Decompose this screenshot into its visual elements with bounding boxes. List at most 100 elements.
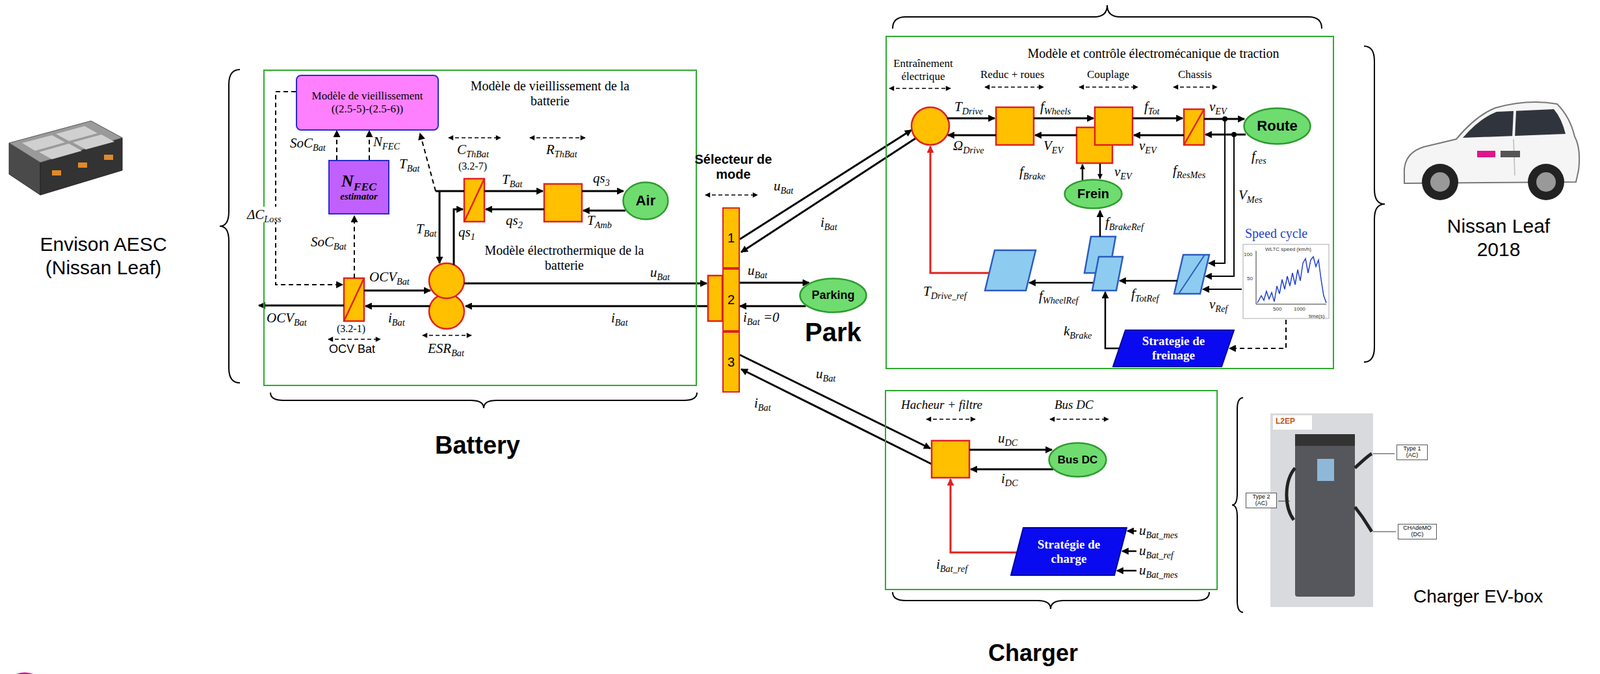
charging-strategy: Stratégie de charge (1010, 527, 1128, 577)
dc-bus-source: Bus DC (1048, 442, 1108, 478)
drawn-rect (343, 278, 365, 322)
subscript: ThBat (554, 148, 578, 160)
text-label: Park (804, 317, 862, 348)
connector-label: NFEC (373, 133, 400, 150)
subscript: ThBat (466, 148, 489, 160)
drawn-rect (708, 275, 723, 322)
subscript: Drive (962, 144, 984, 156)
drawn-path (485, 208, 545, 211)
subscript: 2 (518, 219, 523, 231)
text-label: ESRBat (427, 340, 465, 357)
car-illustration (1404, 102, 1580, 201)
text-label: Entraînement électrique (886, 57, 960, 84)
text-label: uBat (650, 264, 670, 281)
node-label: Air (635, 192, 656, 210)
subscript: DC (1005, 477, 1019, 489)
drawn-path (1202, 288, 1242, 290)
drawn-path (529, 137, 586, 139)
drawn-path (1033, 117, 1094, 120)
connector-label: iBat =0 (743, 309, 780, 326)
drawn-path (1099, 210, 1102, 237)
text-label: Charger (988, 639, 1078, 667)
drawn-path (464, 282, 707, 285)
drawn-path (448, 137, 501, 139)
charger-illustration (1270, 413, 1396, 608)
subscript: BrakeRef (1109, 221, 1144, 233)
drawn-line (1373, 531, 1396, 533)
subscript: Bat (312, 142, 326, 153)
node-text-group: Modèle de vieillissement ((2.5-5)-(2.5-6… (298, 89, 437, 116)
node-text-group: NFECestimator (340, 172, 378, 203)
text-label: OCVBat (369, 269, 410, 285)
text-label: uBat (773, 178, 794, 194)
drawn-path (465, 305, 709, 308)
node-text-group: 3 (727, 354, 735, 370)
shape (800, 278, 867, 313)
braking-strategy: Strategie de freinage (1112, 329, 1235, 368)
logo-ring (2, 673, 47, 674)
drawn-path (1229, 319, 1286, 349)
subscript: 1 (470, 231, 476, 242)
text-label: TAmb (587, 212, 612, 229)
node-text-group: Frein (1077, 186, 1110, 202)
drawn-path (1256, 250, 1327, 305)
text-label: vEV (1209, 98, 1227, 115)
text-label: uBat (815, 366, 836, 382)
drawn-line (1183, 109, 1205, 145)
subscript: Bat (657, 271, 671, 283)
charger-blocks (885, 390, 1218, 590)
subscript: Bat (451, 347, 465, 359)
subscript: Bat (392, 317, 406, 328)
text-label: TBat (399, 156, 420, 172)
text-label: iBat (611, 310, 629, 326)
drawn-circle (429, 263, 465, 299)
drawn-line (343, 278, 365, 322)
drawn-rect (1272, 415, 1312, 430)
drawn-polygon (984, 250, 1036, 291)
subscript: DC (1005, 437, 1019, 448)
traction-region: Modèle et contrôle électromécanique de t… (885, 35, 1335, 370)
drawn-path (741, 369, 932, 465)
text-label: CHAdeMO (DC) (1397, 524, 1437, 540)
drawn-circle (1527, 163, 1565, 201)
drawn-path (950, 479, 1017, 553)
text-label: CThBat (457, 141, 489, 158)
drawn-circle (1536, 172, 1556, 192)
shape (1064, 180, 1123, 209)
air-source: Air (622, 181, 669, 221)
drawn-path (930, 146, 989, 274)
shape (1049, 443, 1107, 478)
text-label: Type 2 (AC) (1245, 492, 1277, 509)
subscript: Bat (293, 317, 307, 328)
text-label: OCV Bat (328, 342, 376, 357)
drawn-polygon (1174, 254, 1210, 294)
text-label: TDrive_ref (923, 283, 967, 300)
text-label: fResMes (1172, 162, 1206, 179)
text-label: L2EP (1275, 417, 1296, 427)
drawn-path (1122, 550, 1137, 553)
node-label: estimator (340, 191, 378, 203)
drawn-path (969, 449, 1052, 452)
brake-source: Frein (1063, 178, 1123, 210)
drawn-path (1105, 291, 1119, 349)
drawn-path (984, 86, 1044, 88)
text-label: VEV (1043, 137, 1063, 154)
drawn-path (1354, 453, 1372, 469)
node-label: Strategie de freinage (1128, 334, 1219, 363)
drawn-rect (1317, 459, 1335, 482)
mode-selector-box: 2 (722, 268, 740, 332)
subscript: Brake (1023, 170, 1046, 182)
drawn-line (1178, 254, 1205, 294)
drawn-path (1173, 86, 1218, 88)
subscript: Bat (509, 178, 523, 190)
region-title: Modèle électrothermique de la batterie (483, 243, 646, 274)
subscript: EV (1215, 105, 1227, 117)
node-label: Stratégie de charge (1026, 537, 1112, 567)
drawn-path (1354, 507, 1372, 532)
node-text-group: 2 (727, 292, 735, 308)
traction-blocks (889, 87, 1329, 349)
text-label: qs3 (592, 170, 610, 186)
text-label: fBrake (1019, 163, 1046, 180)
subscript: Bat (396, 276, 410, 287)
battery-region: Modèle de vieillissement de la batterieM… (263, 69, 697, 387)
